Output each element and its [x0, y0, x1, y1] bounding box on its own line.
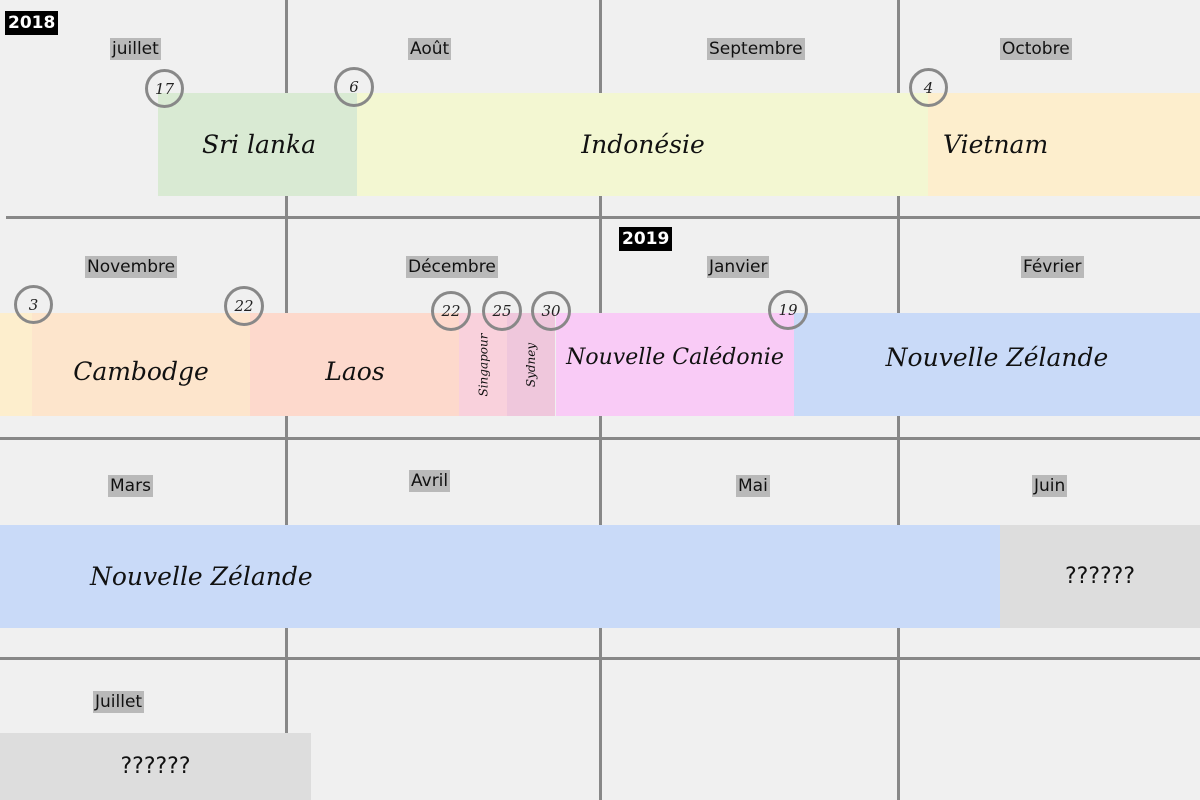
year-label-2019: 2019 — [619, 227, 673, 251]
trip-nouvelle-zelande-1-label: Nouvelle Zélande — [885, 343, 1109, 372]
month-label-mai: Mai — [736, 475, 770, 497]
trip-singapour-label: Singapour — [476, 333, 490, 396]
day-marker-19: 19 — [768, 290, 808, 330]
month-label-octobre: Octobre — [1000, 38, 1072, 60]
trip-nouvelle-zelande-2: Nouvelle Zélande — [0, 525, 1000, 628]
month-label-janvier: Janvier — [707, 256, 770, 278]
day-marker-6: 6 — [334, 67, 374, 107]
trip-cambodge-label: Cambodge — [73, 357, 209, 386]
trip-nouvelle-zelande-1: Nouvelle Zélande — [794, 313, 1200, 416]
trip-vietnam: Vietnam — [928, 93, 1200, 196]
day-marker-25: 25 — [482, 291, 522, 331]
day-marker-3: 3 — [14, 285, 53, 324]
trip-nouvelle-zelande-2-label: Nouvelle Zélande — [90, 562, 313, 591]
trip-srilanka-label: Sri lanka — [201, 130, 317, 159]
month-label-decembre: Décembre — [406, 256, 498, 278]
day-marker-22-laos: 22 — [224, 286, 264, 326]
day-marker-30: 30 — [531, 291, 571, 331]
trip-nouvelle-caledonie: Nouvelle Calédonie — [556, 313, 794, 416]
trip-indonesie-label: Indonésie — [581, 130, 705, 159]
trip-cambodge: Cambodge — [32, 313, 250, 416]
month-label-avril: Avril — [409, 470, 451, 492]
trip-laos: Laos — [250, 313, 460, 416]
trip-nouvelle-caledonie-label: Nouvelle Calédonie — [566, 345, 784, 370]
row-divider-1 — [6, 216, 1200, 219]
trip-vietnam-continued — [0, 313, 32, 416]
trip-unknown-juillet-label: ?????? — [120, 754, 191, 779]
month-label-aout: Août — [408, 38, 452, 60]
day-marker-17: 17 — [145, 69, 184, 108]
trip-laos-label: Laos — [325, 357, 385, 386]
trip-unknown-juin: ?????? — [1000, 525, 1200, 628]
year-label-2018: 2018 — [5, 11, 59, 35]
month-label-juin: Juin — [1032, 475, 1068, 497]
trip-vietnam-label: Vietnam — [943, 130, 1049, 159]
day-marker-22-singapour: 22 — [431, 291, 471, 331]
month-label-fevrier: Février — [1021, 256, 1084, 278]
day-marker-4: 4 — [909, 68, 948, 107]
trip-unknown-juillet: ?????? — [0, 733, 311, 800]
month-label-juillet-2018: juillet — [110, 38, 161, 60]
month-label-novembre: Novembre — [85, 256, 178, 278]
trip-indonesie: Indonésie — [357, 93, 929, 196]
month-label-mars: Mars — [108, 475, 153, 497]
month-label-septembre: Septembre — [707, 38, 805, 60]
trip-unknown-juin-label: ?????? — [1064, 564, 1136, 589]
trip-srilanka: Sri lanka — [158, 93, 360, 196]
trip-sydney-label: Sydney — [523, 342, 538, 387]
month-label-juillet-2019: Juillet — [93, 691, 145, 713]
